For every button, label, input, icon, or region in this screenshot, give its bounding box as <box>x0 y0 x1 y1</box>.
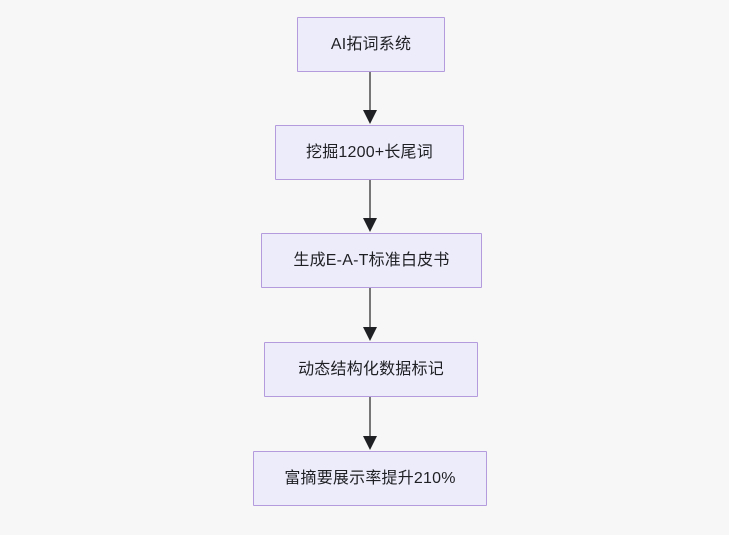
flow-node-label: 挖掘1200+长尾词 <box>306 143 433 161</box>
flow-node-label: 生成E-A-T标准白皮书 <box>293 251 450 269</box>
flow-node-rich-snippet-uplift[interactable]: 富摘要展示率提升210% <box>253 451 487 506</box>
flow-node-mine-longtail-keywords[interactable]: 挖掘1200+长尾词 <box>275 125 464 180</box>
flow-node-generate-eat-whitepaper[interactable]: 生成E-A-T标准白皮书 <box>261 233 482 288</box>
flow-node-label: AI拓词系统 <box>330 35 412 53</box>
flow-node-ai-keyword-system[interactable]: AI拓词系统 <box>297 17 445 72</box>
flow-node-dynamic-structured-data[interactable]: 动态结构化数据标记 <box>264 342 478 397</box>
arrowhead-icon <box>363 218 377 232</box>
arrowhead-icon <box>363 327 377 341</box>
flow-node-label: 动态结构化数据标记 <box>298 360 444 378</box>
flow-node-label: 富摘要展示率提升210% <box>284 469 456 487</box>
arrowhead-icon <box>363 110 377 124</box>
arrowhead-icon <box>363 436 377 450</box>
